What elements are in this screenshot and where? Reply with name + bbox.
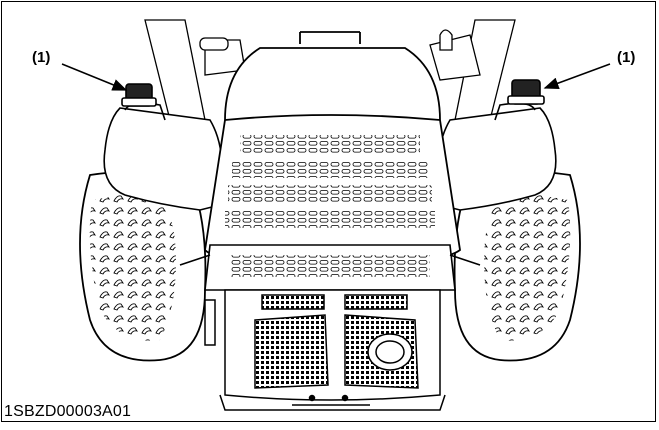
right-fuel-tank [436, 79, 557, 211]
callout-label-right: (1) [617, 49, 636, 66]
rear-frame [144, 19, 516, 121]
hood [204, 31, 461, 269]
left-wheel [79, 170, 207, 362]
front-grille [179, 244, 481, 291]
right-callout-arrow [543, 63, 611, 89]
right-wheel [453, 170, 581, 362]
callout-label-left: (1) [32, 49, 51, 66]
left-callout-arrow [61, 63, 128, 91]
figure-code: 1SBZD00003A01 [4, 403, 132, 420]
callout-arrows [61, 63, 611, 91]
figure-border [1, 1, 656, 422]
lower-body [204, 289, 446, 411]
